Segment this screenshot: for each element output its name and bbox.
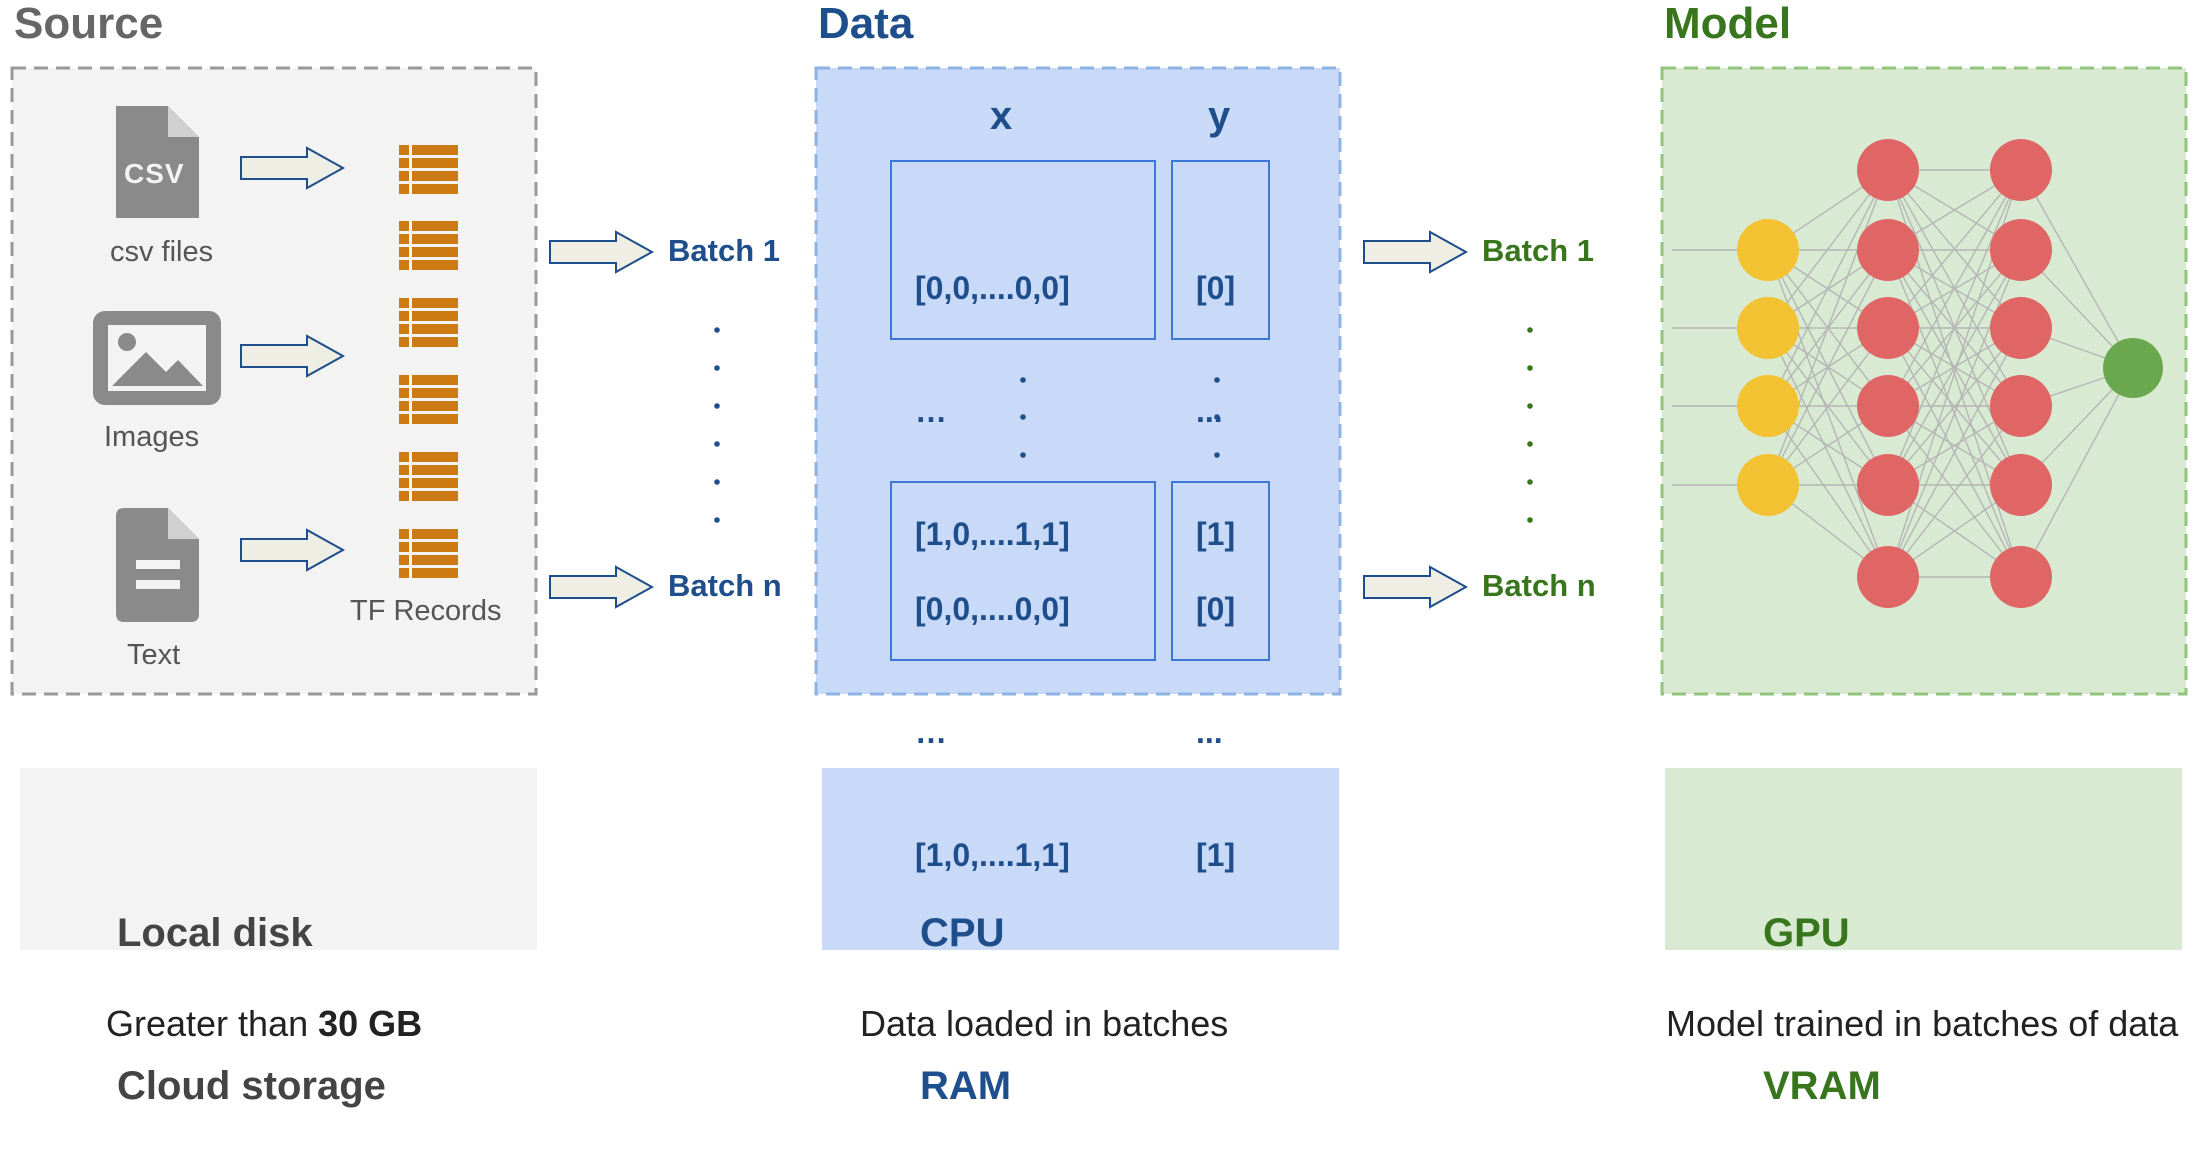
y-row: [0] [1196,591,1236,627]
storage-local-disk: Local disk [117,911,313,955]
network-edge [1767,327,1889,578]
x-row: … [915,714,947,750]
network-edge [1767,169,1889,486]
model-panel [1660,66,2188,696]
y-batch-1-values: [0] ... [1] [1196,186,1235,596]
data-title: Data [818,0,914,48]
csv-files-label: csv files [110,236,214,268]
network-edge [1767,405,1889,578]
data-panel [814,66,1342,696]
source-title: Source [14,0,164,48]
hardware-gpu: GPU [1763,911,1850,955]
output-node [2103,338,2163,398]
x-batch-n-matrix [890,481,1156,661]
y-header: y [1208,94,1231,138]
hidden-node-layer-1 [1857,297,1919,359]
input-node [1737,375,1799,437]
model-batch-n-label: Batch n [1482,568,1596,603]
network-edge [1767,249,1889,486]
neural-network [1737,139,2163,608]
model-batch-ellipsis [1527,327,1533,523]
source-batch-n-arrow [549,566,653,608]
network-edge [1767,169,1889,329]
model-batch-1-label: Batch 1 [1482,233,1594,268]
diagram-canvas [10,66,2188,950]
source-batch-ellipsis [714,327,720,523]
data-batch-n-arrow [1363,566,1467,608]
x-row: [1,0,....1,1] [915,837,1070,873]
input-node [1737,219,1799,281]
hidden-node-layer-2 [1990,546,2052,608]
csv-icon-label: CSV [124,158,185,189]
hidden-node-layer-1 [1857,546,1919,608]
network-edge [1887,249,2022,578]
image-icon [93,311,221,405]
y-row: [1] [1196,516,1236,552]
y-batch-1-matrix [1171,160,1270,340]
hidden-node-layer-2 [1990,454,2052,516]
hidden-node-layer-1 [1857,139,1919,201]
storage-list: Local disk Cloud storage [117,806,386,1163]
y-batch-n-values: [0] ... [1] [1196,507,1235,917]
network-edge [1887,405,2022,578]
network-edge [1887,327,2022,486]
hidden-node-layer-1 [1857,375,1919,437]
hidden-node-layer-1 [1857,219,1919,281]
source-caption-size: 30 GB [318,1003,423,1044]
input-node [1737,454,1799,516]
network-edge [1887,169,2022,407]
y-batch-n-matrix [1171,481,1270,661]
x-row: [0,0,....0,0] [915,591,1070,627]
hidden-node-layer-2 [1990,139,2052,201]
images-label: Images [104,421,200,453]
network-edge [2020,367,2134,578]
source-storage-box [20,768,537,950]
network-edge [1887,169,2022,486]
hidden-node-layer-1 [1857,454,1919,516]
input-node [1737,297,1799,359]
source-batch-n-label: Batch n [668,568,782,603]
model-title: Model [1664,0,1792,48]
x-batch-1-matrix [890,160,1156,340]
text-file-icon [116,508,199,622]
x-batch-1-values: [0,0,....0,0] … [1,0,....1,1] [915,186,1070,596]
network-edge [2020,169,2134,369]
x-row: … [915,393,947,429]
text-label: Text [127,639,181,671]
model-hardware-list: GPU VRAM [1763,806,1881,1163]
network-edge [1767,327,1889,486]
data-batch-1-arrow [1363,231,1467,273]
data-hardware-list: CPU RAM [920,806,1011,1163]
source-caption-prefix: Greater than [106,1003,319,1044]
hardware-vram: VRAM [1763,1064,1881,1108]
y-row: ... [1196,714,1223,750]
x-row: [1,0,....1,1] [915,516,1070,552]
source-batch-1-arrow [549,231,653,273]
storage-cloud: Cloud storage [117,1064,386,1108]
x-header: x [990,94,1013,138]
model-hardware-box [1665,768,2182,950]
y-row: ... [1196,393,1223,429]
x-batch-n-values: [0,0,....0,0] … [1,0,....1,1] [915,507,1070,917]
network-edge [1887,249,2022,486]
tf-records-label: TF Records [350,595,502,627]
csv-file-icon [116,106,199,218]
hidden-node-layer-2 [1990,219,2052,281]
network-edge [1887,169,2022,329]
hardware-ram: RAM [920,1064,1012,1108]
source-batch-1-label: Batch 1 [668,233,780,268]
hidden-node-layer-2 [1990,297,2052,359]
network-edge [1887,327,2022,578]
network-edge [1767,169,1889,407]
hardware-cpu: CPU [920,911,1005,955]
source-caption: Greater than 30 GB [106,1006,422,1042]
hidden-node-layer-2 [1990,375,2052,437]
matrix-ellipsis [1020,377,1220,458]
data-caption: Data loaded in batches [860,1003,1229,1044]
data-hardware-box [822,768,1339,950]
y-row: [0] [1196,270,1236,306]
y-row: [1] [1196,837,1236,873]
model-caption: Model trained in batches of data [1666,1003,2179,1044]
x-row: [0,0,....0,0] [915,270,1070,306]
